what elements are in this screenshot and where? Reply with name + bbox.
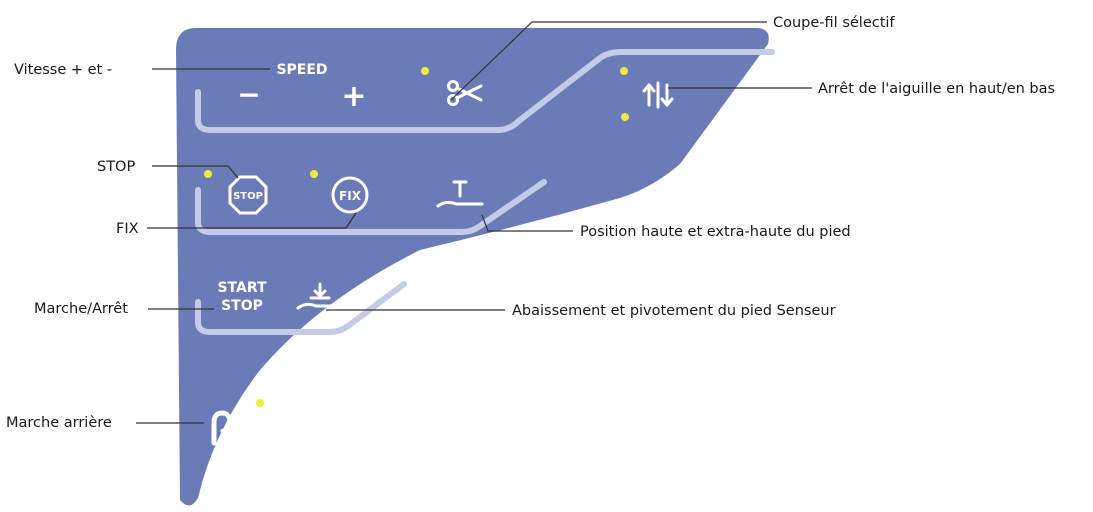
callout-line-fix: [147, 212, 357, 229]
groove-row-2: [195, 179, 547, 235]
indicator-led-needle-up: [620, 67, 628, 75]
callout-fix: FIX: [116, 221, 139, 237]
start-stop-button[interactable]: START STOP: [217, 280, 267, 314]
needle-up-down-icon[interactable]: [642, 81, 674, 109]
callout-abaissement: Abaissement et pivotement du pied Senseu…: [512, 303, 836, 319]
callout-arret-aiguille: Arrêt de l'aiguille en haut/en bas: [818, 81, 1055, 97]
groove-row-1: [195, 49, 775, 133]
groove-row-3: [195, 281, 407, 335]
callout-marche-arret: Marche/Arrêt: [34, 301, 128, 317]
presser-foot-up-icon[interactable]: [436, 180, 484, 208]
callout-stop: STOP: [97, 159, 135, 175]
callout-line-position-pied: [481, 214, 573, 232]
fix-button[interactable]: FIX: [331, 176, 369, 214]
stop-button-label: STOP: [233, 191, 263, 202]
callout-lines: [136, 21, 812, 424]
callout-position-pied: Position haute et extra-haute du pied: [580, 224, 851, 240]
speed-plus-button[interactable]: +: [341, 79, 366, 114]
start-stop-line1: START: [217, 280, 267, 296]
callout-marche-arriere: Marche arrière: [6, 415, 112, 431]
callout-line-coupe-fil: [450, 21, 767, 101]
speed-title: SPEED: [276, 62, 327, 78]
fix-button-label: FIX: [339, 189, 362, 203]
indicator-led-reverse: [256, 399, 264, 407]
callout-vitesse: Vitesse + et -: [14, 62, 112, 78]
stop-button[interactable]: STOP: [228, 175, 268, 215]
indicator-led-scissors: [421, 67, 429, 75]
indicator-led-stop: [204, 170, 212, 178]
callout-coupe-fil: Coupe-fil sélectif: [773, 15, 895, 31]
indicator-led-fix: [310, 170, 318, 178]
speed-minus-button[interactable]: −: [237, 78, 260, 111]
presser-foot-down-icon[interactable]: [296, 282, 342, 310]
indicator-led-needle-down: [621, 113, 629, 121]
reverse-arrow-icon[interactable]: [211, 410, 240, 446]
panel-body: [176, 28, 769, 506]
start-stop-line2: STOP: [221, 298, 263, 314]
callout-line-stop: [152, 165, 239, 179]
